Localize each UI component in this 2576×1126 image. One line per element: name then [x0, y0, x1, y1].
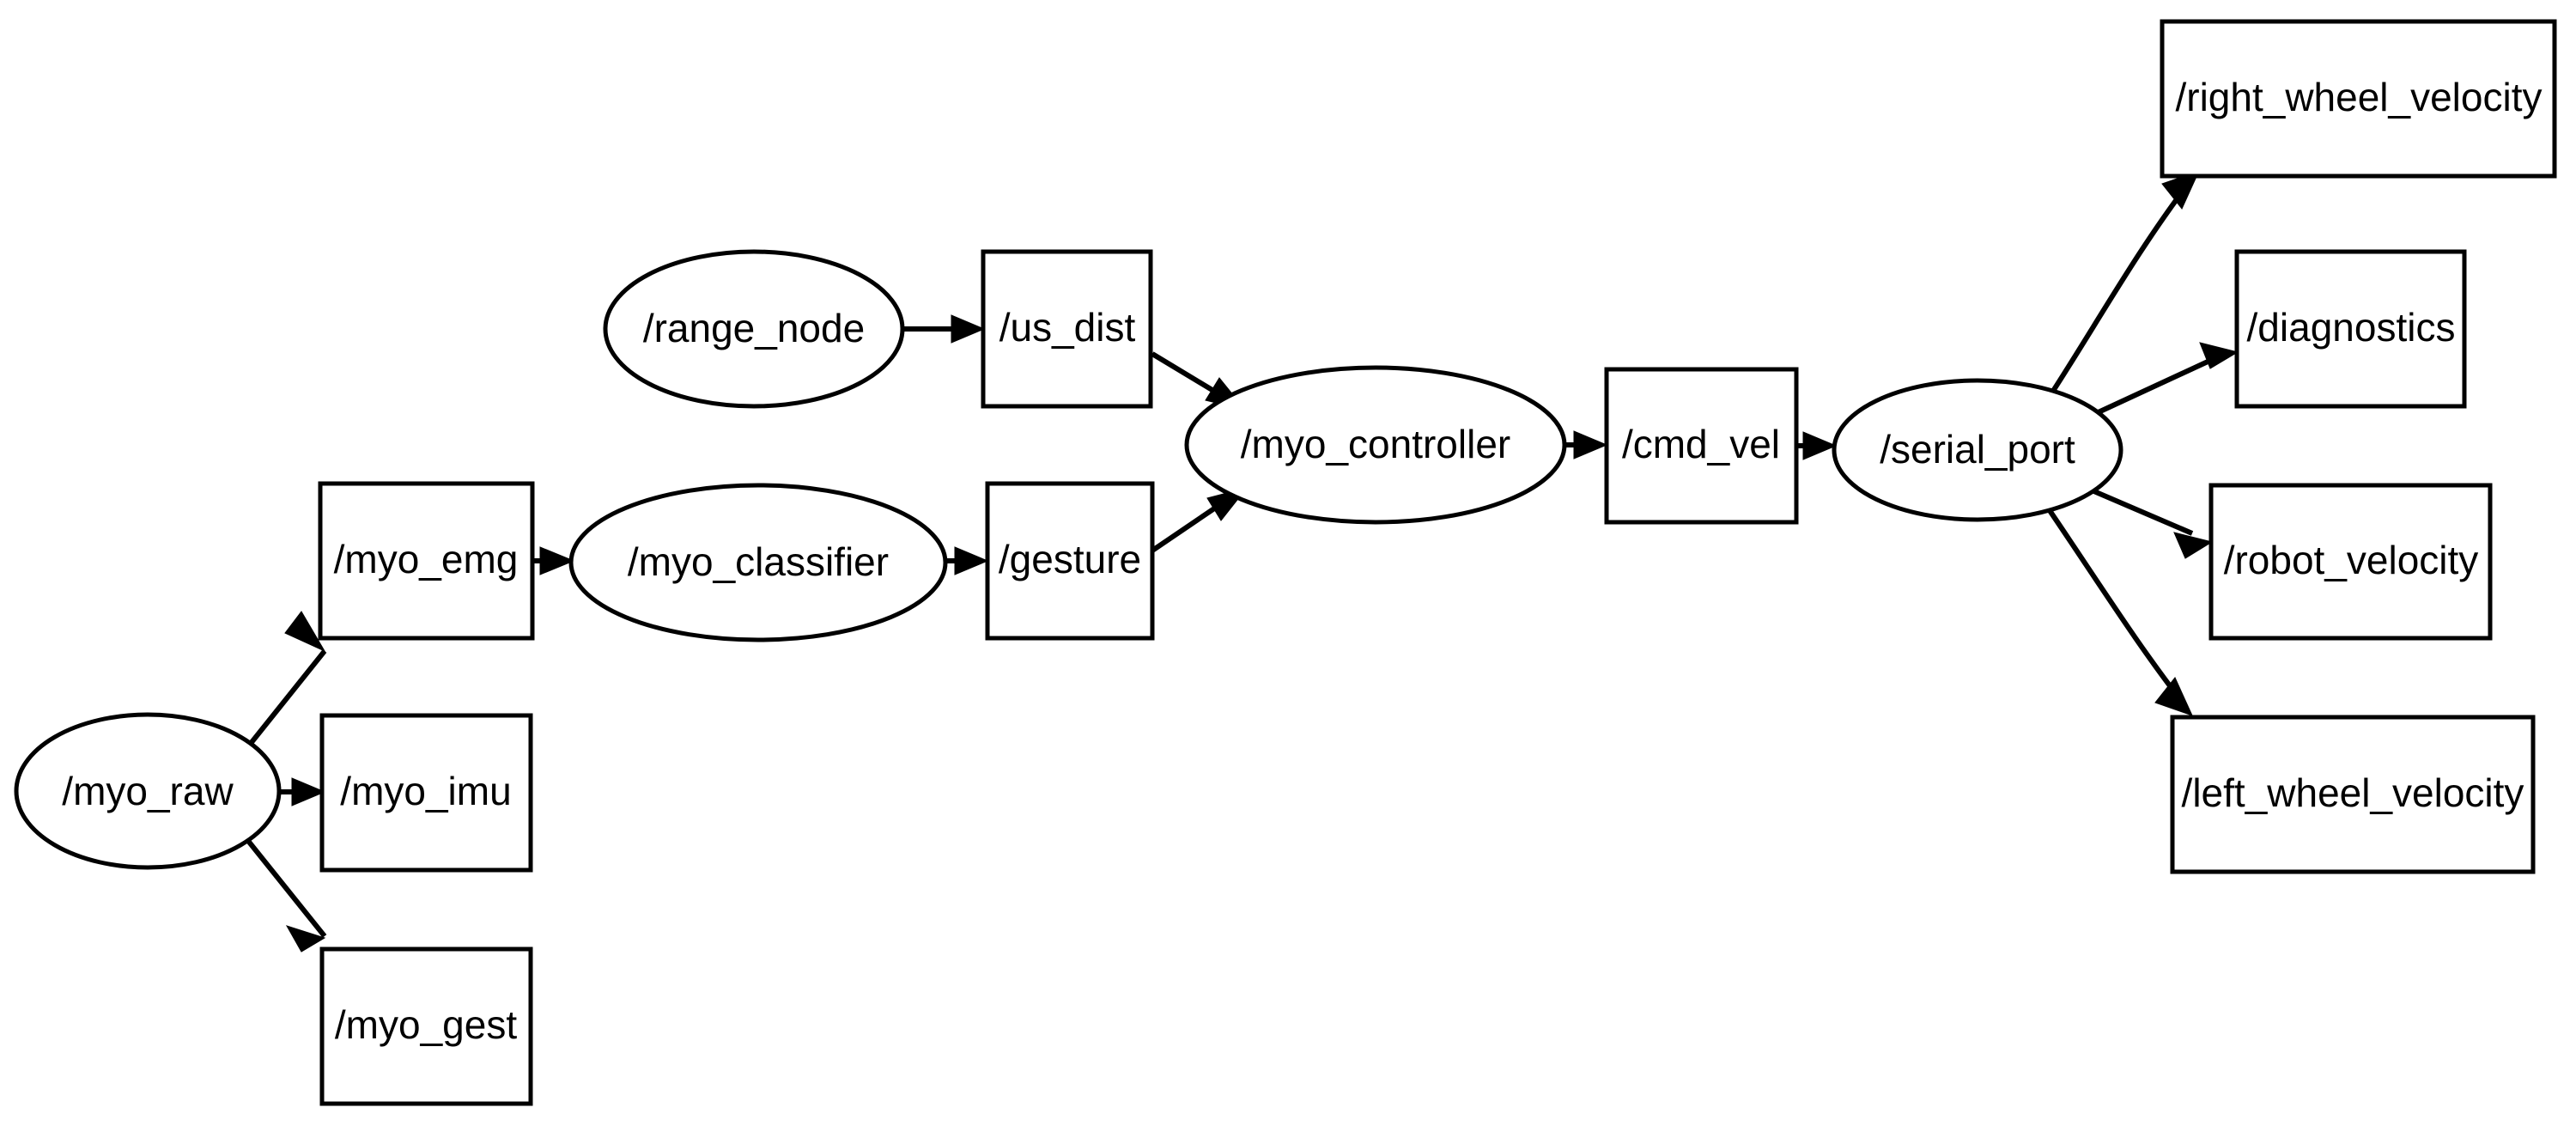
node-us-dist-label: /us_dist: [999, 305, 1136, 350]
node-myo-emg-label: /myo_emg: [334, 537, 519, 581]
node-range-node[interactable]: /range_node: [603, 249, 905, 409]
node-right-wheel-velocity[interactable]: /right_wheel_velocity: [2160, 19, 2557, 179]
node-us-dist-rect[interactable]: [981, 249, 1153, 409]
node-myo-gest[interactable]: /myo_gest: [319, 946, 533, 1106]
arrowhead-icon-range_node-us_dist: [951, 314, 986, 344]
nodes-layer: /myo_raw /myo_emg /myo_imu /myo_gest /my…: [14, 19, 2557, 1106]
node-range-node-label: /range_node: [643, 306, 865, 350]
node-gesture[interactable]: /gesture: [985, 481, 1155, 641]
node-myo-raw[interactable]: /myo_raw: [14, 712, 282, 870]
node-cmd-vel[interactable]: /cmd_vel: [1604, 367, 1799, 525]
node-left-wheel-velocity-label: /left_wheel_velocity: [2182, 770, 2524, 815]
node-myo-emg-rect[interactable]: [318, 481, 535, 641]
node-myo-classifier[interactable]: /myo_classifier: [568, 483, 948, 642]
node-robot-velocity[interactable]: /robot_velocity: [2208, 483, 2493, 641]
node-serial-port-ellipse[interactable]: [1832, 378, 2123, 522]
edge-serial_port-to-left_wheel_velocity: [2043, 502, 2188, 708]
node-myo-classifier-ellipse[interactable]: [568, 483, 948, 642]
node-left-wheel-velocity[interactable]: /left_wheel_velocity: [2170, 715, 2536, 874]
arrowhead-icon-myo_controller-cmd_vel: [1573, 430, 1608, 460]
edge-serial_port-to-diagnostics: [2089, 355, 2219, 418]
node-gesture-label: /gesture: [999, 537, 1141, 581]
node-myo-raw-ellipse[interactable]: [14, 712, 282, 870]
arrowhead-icon-serial_port-diagnostics: [2199, 342, 2239, 369]
arrowhead-icon-myo_raw-myo_gest: [285, 925, 326, 953]
arrowhead-icon-myo_emg-myo_classifier: [539, 546, 575, 575]
node-robot-velocity-rect[interactable]: [2208, 483, 2493, 641]
node-myo-imu-label: /myo_imu: [340, 769, 511, 813]
node-myo-controller-label: /myo_controller: [1241, 422, 1510, 466]
node-myo-gest-label: /myo_gest: [335, 1002, 517, 1047]
arrowhead-icon-myo_raw-myo_emg: [284, 611, 326, 653]
node-myo-imu[interactable]: /myo_imu: [319, 713, 533, 873]
arrowhead-icon-serial_port-robot_velocity: [2173, 532, 2214, 559]
node-serial-port-label: /serial_port: [1880, 427, 2075, 472]
node-diagnostics-rect[interactable]: [2234, 249, 2467, 409]
node-myo-gest-rect[interactable]: [319, 946, 533, 1106]
node-diagnostics[interactable]: /diagnostics: [2234, 249, 2467, 409]
arrowhead-icon-serial_port-left_wheel_velocity: [2154, 677, 2193, 716]
node-myo-raw-label: /myo_raw: [62, 769, 234, 813]
edge-myo_raw-to-myo_gest: [246, 839, 327, 938]
node-right-wheel-velocity-rect[interactable]: [2160, 19, 2557, 179]
edge-serial_port-to-robot_velocity: [2088, 487, 2194, 536]
node-myo-emg[interactable]: /myo_emg: [318, 481, 535, 641]
node-myo-imu-rect[interactable]: [319, 713, 533, 873]
edges-layer: [246, 180, 2219, 938]
node-cmd-vel-rect[interactable]: [1604, 367, 1799, 525]
node-myo-controller-ellipse[interactable]: [1184, 365, 1567, 525]
node-robot-velocity-label: /robot_velocity: [2224, 538, 2479, 582]
edge-myo_raw-to-myo_emg: [246, 649, 327, 747]
edge-gesture-to-myo_controller: [1151, 499, 1226, 553]
node-serial-port[interactable]: /serial_port: [1832, 378, 2123, 522]
node-myo-controller[interactable]: /myo_controller: [1184, 365, 1567, 525]
node-left-wheel-velocity-rect[interactable]: [2170, 715, 2536, 874]
arrowhead-icon-cmd_vel-serial_port: [1802, 431, 1838, 460]
node-myo-classifier-label: /myo_classifier: [628, 539, 889, 584]
arrowhead-icon-myo_raw-myo_imu: [291, 777, 326, 806]
arrowhead-icon-myo_classifier-gesture: [954, 546, 989, 575]
node-right-wheel-velocity-label: /right_wheel_velocity: [2175, 75, 2542, 119]
node-us-dist[interactable]: /us_dist: [981, 249, 1153, 409]
node-gesture-rect[interactable]: [985, 481, 1155, 641]
edge-serial_port-to-right_wheel_velocity: [2046, 180, 2192, 399]
node-cmd-vel-label: /cmd_vel: [1622, 422, 1780, 466]
node-range-node-ellipse[interactable]: [603, 249, 905, 409]
node-diagnostics-label: /diagnostics: [2247, 305, 2456, 350]
